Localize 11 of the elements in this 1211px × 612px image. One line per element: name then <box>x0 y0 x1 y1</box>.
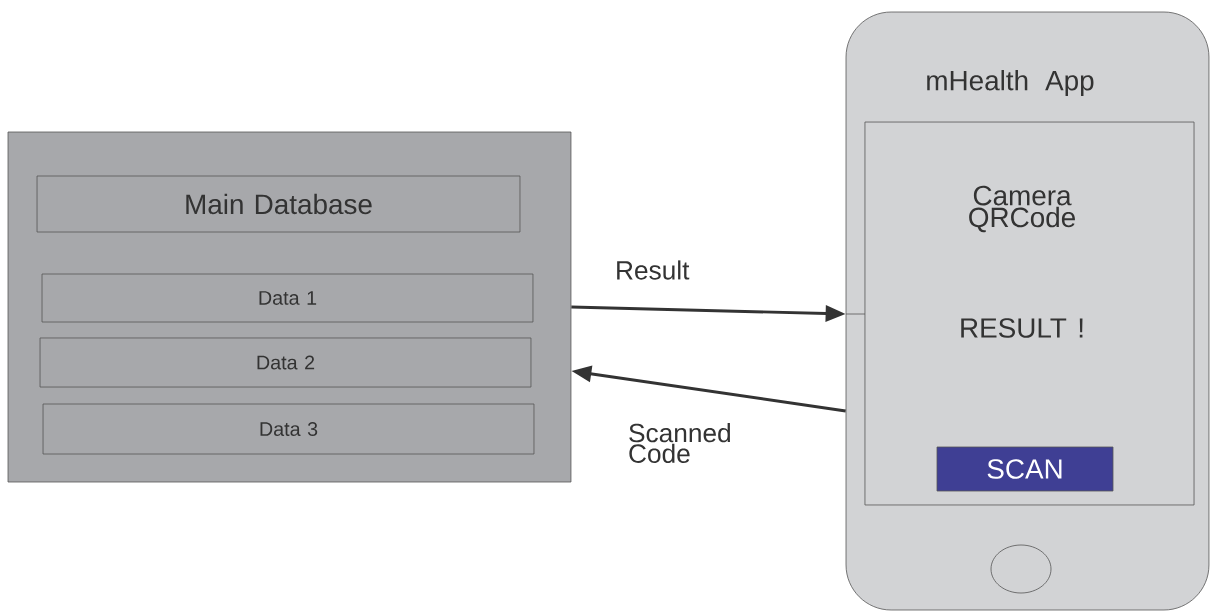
result-text: RESULT ! <box>961 318 1083 338</box>
title-box: Main Database <box>36 175 521 233</box>
edge-label: Scanned Code <box>629 423 730 463</box>
home-button <box>990 544 1052 594</box>
scan-button: SCAN <box>936 446 1114 492</box>
edge-label: Result <box>617 260 690 280</box>
data-row: Data 2 <box>39 337 532 388</box>
app-title: mHealth App <box>927 70 1094 96</box>
data-row: Data 1 <box>41 273 534 323</box>
screen-text: Camera QRCode <box>969 185 1075 233</box>
data-row: Data 3 <box>42 403 535 455</box>
